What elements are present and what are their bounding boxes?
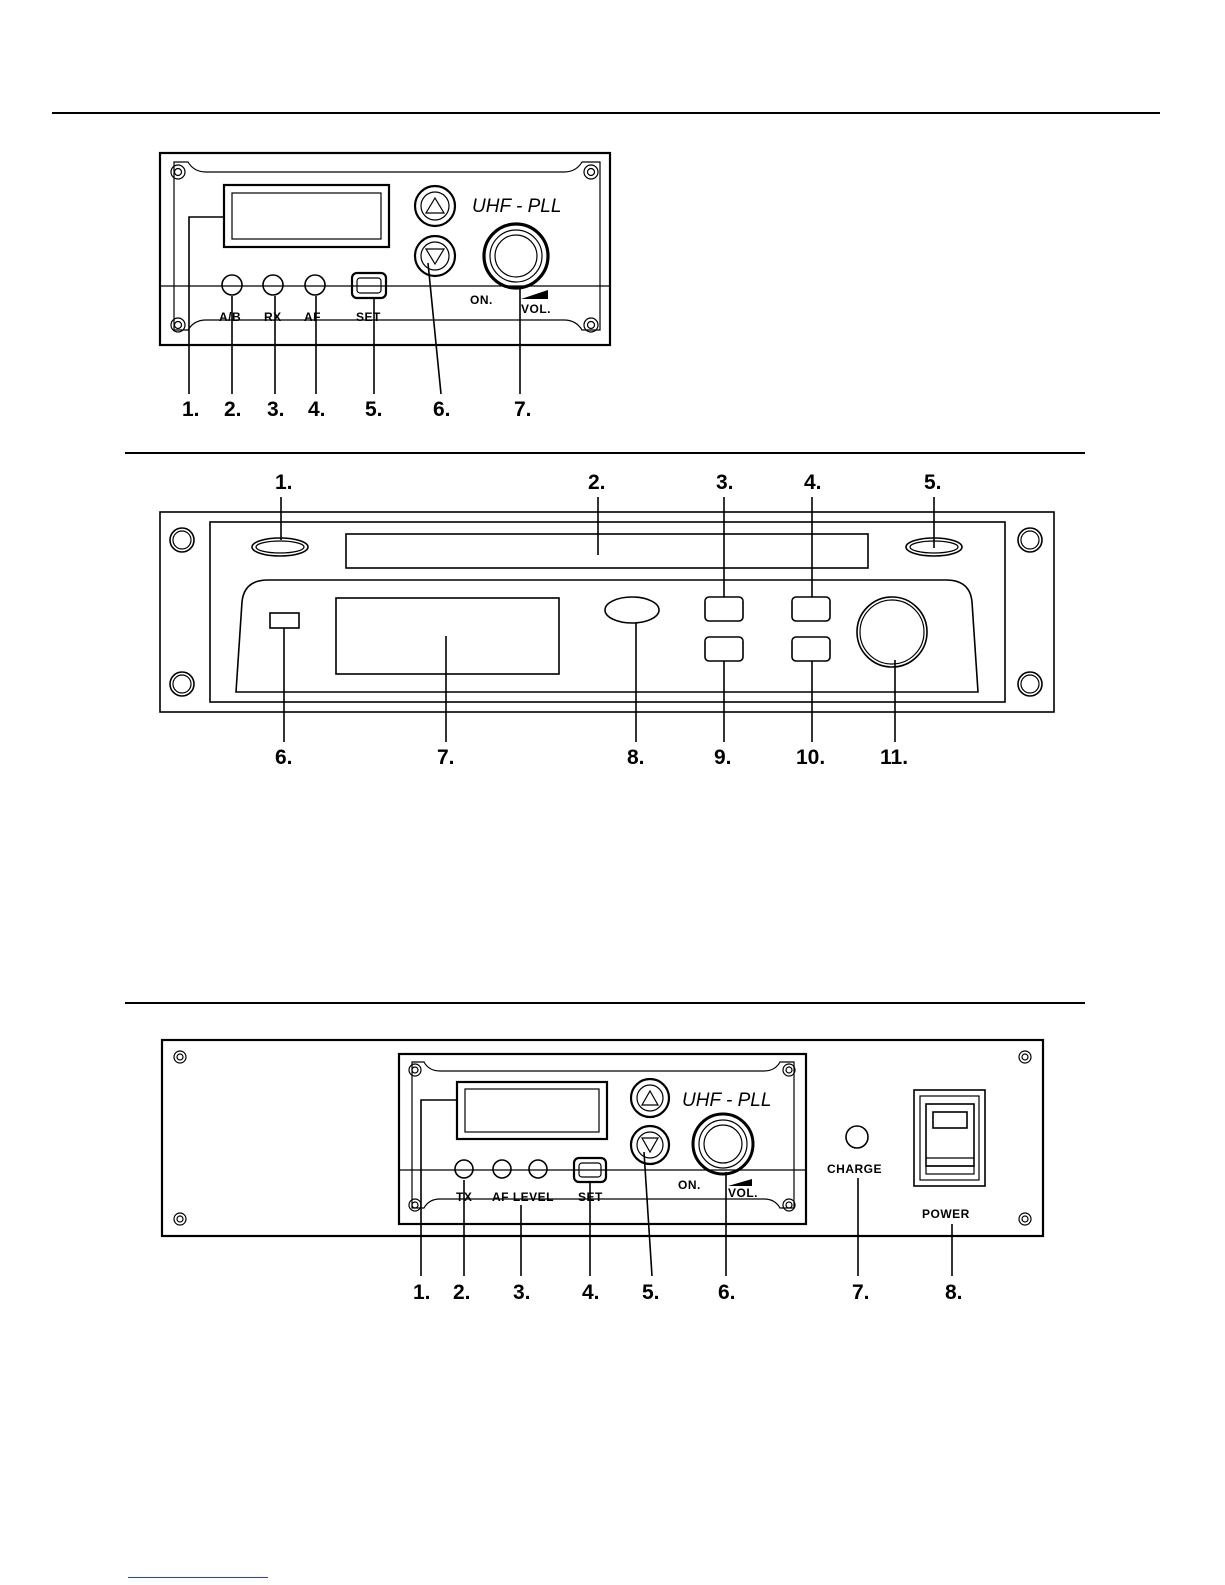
status-indicator bbox=[270, 613, 299, 628]
receiver-module-diagram: UHF - PLL A/B RX AF SET ON. VOL. 1. 2. 3… bbox=[0, 0, 1225, 440]
callout-bottom-9: 9. bbox=[714, 746, 732, 769]
callout-top-5: 5. bbox=[924, 471, 942, 494]
callout-bottom-8: 8. bbox=[627, 746, 645, 769]
caption-charge: CHARGE bbox=[827, 1162, 882, 1176]
main-lcd-display bbox=[336, 598, 559, 674]
caption-module-on: ON. bbox=[678, 1178, 701, 1192]
module-lcd bbox=[457, 1082, 607, 1139]
caption-on: ON. bbox=[470, 293, 493, 307]
callout-1: 1. bbox=[182, 398, 200, 421]
module-brand-label: UHF - PLL bbox=[682, 1090, 771, 1111]
module-up-button[interactable] bbox=[631, 1079, 669, 1117]
lcd-display-inner bbox=[232, 193, 381, 239]
panel-callout-4: 4. bbox=[582, 1281, 600, 1304]
power-switch[interactable] bbox=[926, 1104, 974, 1174]
caption-power: POWER bbox=[922, 1207, 970, 1221]
front-subpanel bbox=[236, 580, 978, 692]
rack-unit-diagram: 1. 2. 3. 4. 5. bbox=[0, 460, 1225, 780]
callout-top-3: 3. bbox=[716, 471, 734, 494]
ab-button[interactable] bbox=[222, 275, 242, 295]
caption-vol: VOL. bbox=[521, 302, 551, 316]
callout-4: 4. bbox=[308, 398, 326, 421]
panel-callout-7: 7. bbox=[852, 1281, 870, 1304]
top-display-strip bbox=[346, 534, 868, 568]
af-level-up-button[interactable] bbox=[529, 1160, 547, 1178]
af-level-down-button[interactable] bbox=[493, 1160, 511, 1178]
rx-button[interactable] bbox=[263, 275, 283, 295]
caption-rx: RX bbox=[264, 310, 282, 324]
tx-button[interactable] bbox=[455, 1160, 473, 1178]
callout-3: 3. bbox=[267, 398, 285, 421]
callout-5: 5. bbox=[365, 398, 383, 421]
caption-af-level: AF LEVEL bbox=[492, 1190, 554, 1204]
panel-callout-8: 8. bbox=[945, 1281, 963, 1304]
rack-volume-knob[interactable] bbox=[857, 597, 927, 667]
section-rule-3 bbox=[125, 1002, 1085, 1004]
down-button[interactable] bbox=[415, 236, 455, 276]
panel-callout-2: 2. bbox=[453, 1281, 471, 1304]
up-button[interactable] bbox=[415, 186, 455, 226]
volume-wedge-icon bbox=[521, 290, 548, 299]
rack-inner-frame bbox=[210, 522, 1005, 702]
af-button[interactable] bbox=[305, 275, 325, 295]
callout-bottom-7: 7. bbox=[437, 746, 455, 769]
module-down-button[interactable] bbox=[631, 1126, 669, 1164]
callout-top-2: 2. bbox=[588, 471, 606, 494]
callout-7: 7. bbox=[514, 398, 532, 421]
callout-6: 6. bbox=[433, 398, 451, 421]
button-10[interactable] bbox=[792, 637, 830, 661]
callout-bottom-10: 10. bbox=[796, 746, 825, 769]
button-9[interactable] bbox=[705, 637, 743, 661]
panel-callout-6: 6. bbox=[718, 1281, 736, 1304]
callout-top-4: 4. bbox=[804, 471, 822, 494]
panel-diagram: UHF - PLL TX AF LEVEL SET ON. VOL. CHARG… bbox=[0, 1030, 1225, 1310]
button-3[interactable] bbox=[705, 597, 743, 621]
lcd-display bbox=[224, 185, 389, 247]
section-rule-2 bbox=[125, 452, 1085, 454]
brand-label: UHF - PLL bbox=[472, 196, 561, 217]
button-4[interactable] bbox=[792, 597, 830, 621]
footer-link-underline[interactable] bbox=[128, 1577, 268, 1578]
panel-callout-1: 1. bbox=[413, 1281, 431, 1304]
module-volume-wedge-icon bbox=[728, 1179, 752, 1186]
oval-sensor bbox=[605, 597, 659, 623]
volume-knob[interactable] bbox=[484, 224, 548, 288]
caption-set: SET bbox=[356, 310, 381, 324]
callout-2: 2. bbox=[224, 398, 242, 421]
callout-top-1: 1. bbox=[275, 471, 293, 494]
callout-bottom-11: 11. bbox=[880, 746, 908, 769]
panel-callout-5: 5. bbox=[642, 1281, 660, 1304]
caption-ab: A/B bbox=[219, 310, 241, 324]
callout-bottom-6: 6. bbox=[275, 746, 293, 769]
caption-module-vol: VOL. bbox=[728, 1186, 758, 1200]
module-volume-knob[interactable] bbox=[693, 1114, 753, 1174]
panel-callout-3: 3. bbox=[513, 1281, 531, 1304]
caption-af: AF bbox=[304, 310, 321, 324]
charge-led bbox=[846, 1126, 868, 1148]
